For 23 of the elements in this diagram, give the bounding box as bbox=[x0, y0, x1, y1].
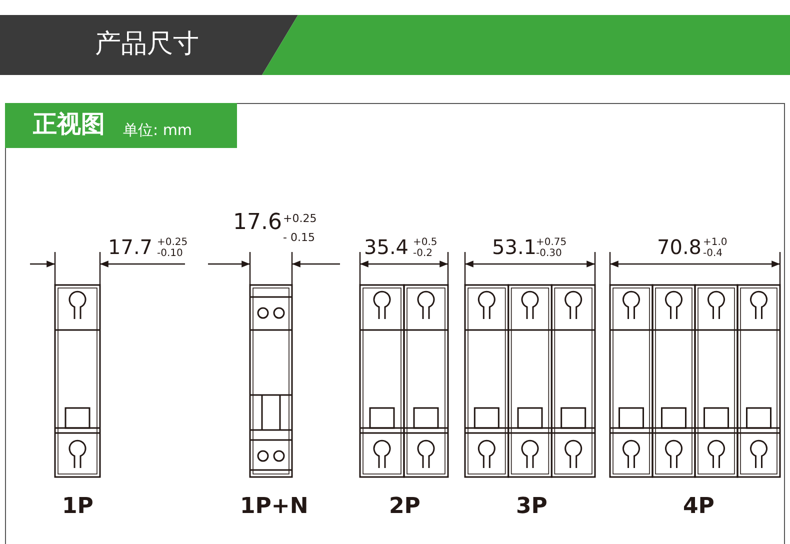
tolerance-value: +0.25 bbox=[283, 213, 317, 224]
dimension-value: 17.6 bbox=[233, 212, 282, 234]
dimension-value: 17.7 bbox=[108, 237, 153, 257]
tolerance-value: -0.2 bbox=[413, 249, 433, 259]
pole-label: 4P bbox=[683, 496, 714, 518]
tolerance-value: +0.5 bbox=[413, 238, 438, 248]
view-title: 正视图 bbox=[33, 112, 105, 136]
tolerance-value: -0.4 bbox=[703, 249, 723, 259]
tolerance-value: +0.75 bbox=[536, 238, 567, 248]
pole-label: 1P+N bbox=[240, 496, 308, 518]
dimension-value: 53.1 bbox=[492, 237, 537, 257]
tolerance-value: - 0.15 bbox=[283, 232, 315, 243]
pole-label: 1P bbox=[62, 496, 94, 518]
dimension-value: 70.8 bbox=[657, 237, 702, 257]
unit-note: 单位: mm bbox=[123, 123, 192, 138]
section-title: 产品尺寸 bbox=[95, 31, 199, 57]
dimension-value: 35.4 bbox=[364, 237, 409, 257]
tolerance-value: +1.0 bbox=[703, 238, 728, 248]
tolerance-value: -0.10 bbox=[157, 249, 183, 259]
tolerance-value: -0.30 bbox=[536, 249, 562, 259]
tolerance-value: +0.25 bbox=[157, 238, 188, 248]
pole-label: 3P bbox=[516, 496, 548, 518]
pole-label: 2P bbox=[389, 496, 420, 518]
